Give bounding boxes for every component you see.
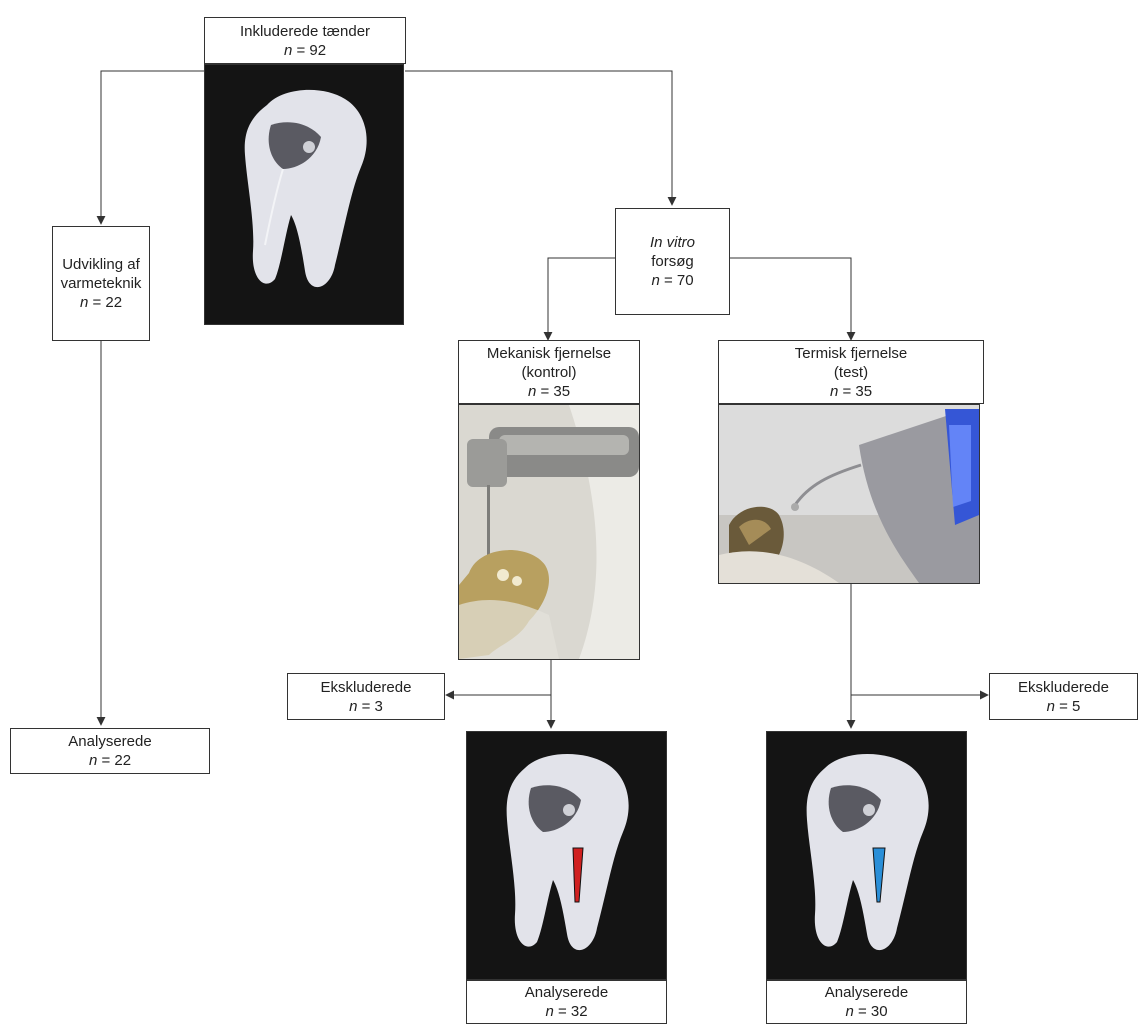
node-mechanical: Mekanisk fjernelse (kontrol) n = 35: [458, 340, 640, 404]
node-analysed-thermal: Analyserede n = 30: [766, 980, 967, 1024]
marker-mechanical: [572, 847, 584, 903]
node-mechanical-count: n = 35: [527, 382, 571, 400]
tooth-photo-included: [204, 64, 404, 325]
node-excluded-right-label: Ekskluderede: [1018, 678, 1109, 696]
node-thermal-count: n = 35: [829, 382, 873, 400]
node-excluded-left-count: n = 3: [349, 697, 383, 715]
node-analysed-left-label: Analyserede: [68, 733, 152, 750]
node-excluded-left-label: Ekskluderede: [320, 678, 412, 696]
node-analysed-mechanical: Analyserede n = 32: [466, 980, 667, 1024]
node-analysed-thermal-label: Analyserede: [824, 984, 909, 1001]
node-development-label-1: Udvikling af: [62, 256, 140, 273]
node-mechanical-label-2: (kontrol): [521, 363, 577, 381]
arrow-to-thermal: [729, 257, 856, 341]
node-in-vitro-label-italic: In vitro: [649, 234, 695, 251]
node-analysed-thermal-count: n = 30: [845, 1003, 888, 1020]
node-analysed-mechanical-label: Analyserede: [524, 984, 609, 1001]
heat-device-photo-thermal: [718, 404, 980, 584]
tooth-photo-thermal-result: [766, 731, 967, 980]
node-included-label: Inkluderede tænder: [239, 22, 371, 40]
node-in-vitro-count: n = 70: [651, 272, 694, 289]
node-analysed-left: Analyserede n = 22: [10, 728, 210, 774]
node-thermal-label-2: (test): [833, 363, 869, 381]
node-in-vitro-label-2: forsøg: [651, 253, 694, 270]
node-in-vitro: In vitro forsøg n = 70: [615, 208, 730, 315]
handpiece-photo-mechanical: [458, 404, 640, 660]
tooth-photo-mechanical-result: [466, 731, 667, 980]
node-thermal-label-1: Termisk fjernelse: [794, 344, 908, 362]
node-thermal: Termisk fjernelse (test) n = 35: [718, 340, 984, 404]
node-excluded-right: Ekskluderede n = 5: [989, 673, 1138, 720]
node-analysed-mechanical-count: n = 32: [545, 1003, 588, 1020]
marker-thermal: [872, 847, 886, 903]
node-development: Udvikling af varmeteknik n = 22: [52, 226, 150, 341]
node-mechanical-label-1: Mekanisk fjernelse: [486, 344, 612, 362]
arrow-to-mechanical: [543, 257, 615, 341]
node-excluded-left: Ekskluderede n = 3: [287, 673, 445, 720]
arrow-to-in-vitro: [405, 70, 677, 206]
node-development-label-2: varmeteknik: [60, 275, 142, 292]
node-included-count: n = 92: [283, 41, 327, 59]
node-development-count: n = 22: [79, 294, 123, 311]
node-analysed-left-count: n = 22: [88, 752, 132, 769]
node-included: Inkluderede tænder n = 92: [204, 17, 406, 64]
arrow-to-development: [96, 70, 205, 225]
node-excluded-right-count: n = 5: [1046, 697, 1081, 715]
